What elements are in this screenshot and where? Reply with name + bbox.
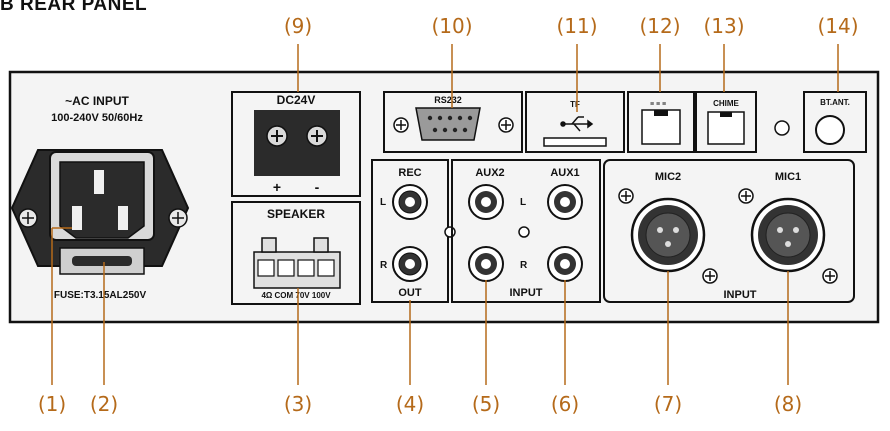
screw-icon	[444, 226, 456, 238]
svg-text:≡ ≡ ≡: ≡ ≡ ≡	[650, 101, 666, 108]
socket-pin	[72, 206, 82, 230]
aux-r: R	[520, 260, 528, 271]
aux-l: L	[520, 197, 526, 208]
callout-12: (12)	[639, 14, 681, 38]
callout-4: (4)	[395, 392, 425, 416]
rs232-module: RS232	[383, 91, 523, 153]
callout-11: (11)	[556, 14, 598, 38]
fuse-rating: FUSE:T3.15AL250V	[54, 290, 147, 301]
section-heading: B REAR PANEL	[0, 0, 148, 15]
mic-input-module: MIC2 MIC1 INPUT	[603, 159, 855, 303]
callout-7: (7)	[653, 392, 683, 416]
dc-minus: -	[315, 179, 320, 195]
socket-pin	[118, 206, 128, 230]
dc24v-label: DC24V	[277, 93, 316, 107]
tf-card-slot	[543, 137, 607, 147]
rj45-module: ≡ ≡ ≡	[627, 91, 695, 153]
callout-3: (3)	[283, 392, 313, 416]
chime-module: CHIME	[695, 91, 757, 153]
speaker-label: SPEAKER	[267, 207, 325, 221]
bt-antenna-module: BT.ANT.	[803, 91, 867, 153]
screw-icon	[518, 226, 530, 238]
callout-5: (5)	[471, 392, 501, 416]
chime-label: CHIME	[713, 99, 739, 108]
rec-out-module: REC L R OUT	[371, 159, 449, 303]
fuse-icon	[72, 256, 132, 266]
callout-2: (2)	[89, 392, 119, 416]
antenna-connector	[815, 115, 845, 145]
callout-leader-lines	[51, 44, 839, 385]
aux2-label: AUX2	[475, 167, 504, 179]
socket-pin	[94, 170, 104, 194]
mic-input-label: INPUT	[724, 289, 757, 301]
ac-input-module: ~AC INPUT 100-240V 50/60Hz FUSE:T3.15AL2…	[10, 94, 190, 301]
usb-icon	[560, 116, 594, 132]
screw-icon	[822, 268, 838, 284]
ac-input-voltage: 100-240V 50/60Hz	[51, 112, 143, 124]
chime-port	[707, 111, 745, 145]
led-hole	[774, 120, 790, 136]
screw-icon	[618, 188, 634, 204]
tf-label: TF	[570, 100, 580, 109]
ac-input-title: ~AC INPUT	[65, 94, 129, 108]
rs232-label: RS232	[434, 95, 462, 105]
dc-plus: +	[273, 179, 281, 195]
btant-label: BT.ANT.	[820, 98, 850, 107]
rec-label: REC	[398, 167, 421, 179]
screw-icon	[702, 268, 718, 284]
mic1-label: MIC1	[775, 171, 801, 183]
callout-10: (10)	[431, 14, 473, 38]
callout-1: (1)	[37, 392, 67, 416]
speaker-terminal-labels: 4Ω COM 70V 100V	[261, 291, 331, 300]
db9-connector	[415, 107, 481, 141]
rec-l: L	[380, 197, 386, 208]
rec-r: R	[380, 260, 388, 271]
mic2-label: MIC2	[655, 171, 681, 183]
rec-out-label: OUT	[398, 287, 422, 299]
speaker-module: SPEAKER 4Ω COM 70V 100V	[231, 201, 361, 305]
aux1-label: AUX1	[550, 167, 579, 179]
callout-8: (8)	[773, 392, 803, 416]
screw-icon	[738, 188, 754, 204]
aux-input-label: INPUT	[510, 287, 543, 299]
callout-13: (13)	[703, 14, 745, 38]
dc24v-module: DC24V + -	[231, 91, 361, 197]
callout-14: (14)	[817, 14, 859, 38]
dc-terminal-block	[254, 110, 340, 176]
callout-6: (6)	[550, 392, 580, 416]
tf-usb-module: TF	[525, 91, 625, 153]
aux-input-module: AUX2 AUX1 L R INPUT	[451, 159, 601, 303]
callout-9: (9)	[283, 14, 313, 38]
